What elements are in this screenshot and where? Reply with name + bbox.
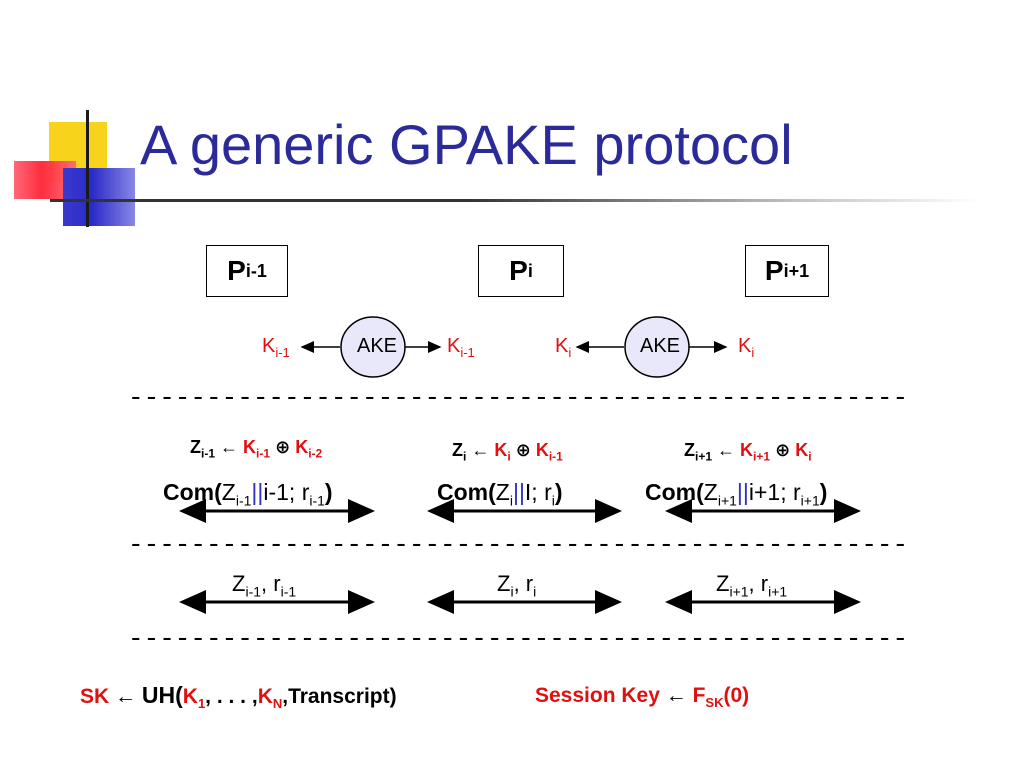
ake-right-ellipse [624,316,690,378]
z-equation-current: Zi ← Ki ⊕ Ki-1 [452,440,563,464]
key-left-of-ake-right: Ki [555,335,572,360]
key-left-of-ake-left: Ki-1 [262,335,290,360]
ake-left-label: AKE [357,335,398,357]
commitment-current: Com(Zi||I; ri) [437,479,563,509]
ake-right-label: AKE [640,335,681,357]
z-equation-prev: Zi-1 ← Ki-1 ⊕ Ki-2 [190,437,323,461]
key-right-of-ake-right: Ki [738,335,755,360]
session-key-formula: Session Key ← FSK(0) [535,684,750,711]
page-title: A generic GPAKE protocol [140,113,793,176]
commitment-prev: Com(Zi-1||i-1; ri-1) [163,479,333,509]
decor-blue-square [63,168,135,226]
z-equation-next: Zi+1 ← Ki+1 ⊕ Ki [684,440,812,464]
ake-left-ellipse [340,316,406,378]
opening-next: Zi+1, ri+1 [716,571,788,600]
separator-dashes-1: ----------------------------------------… [128,383,909,413]
separator-dashes-2: ----------------------------------------… [128,530,909,560]
key-right-of-ake-left: Ki-1 [447,335,475,360]
separator-dashes-3: ----------------------------------------… [128,624,909,654]
opening-prev: Zi-1, ri-1 [232,571,297,600]
commitment-next: Com(Zi+1||i+1; ri+1) [645,479,828,509]
sk-formula: SK ← UH(K1, . . . ,KN,Transcript) [80,682,397,712]
title-underline [50,199,980,202]
opening-current: Zi, ri [497,571,537,600]
decor-vertical-line [86,110,89,227]
